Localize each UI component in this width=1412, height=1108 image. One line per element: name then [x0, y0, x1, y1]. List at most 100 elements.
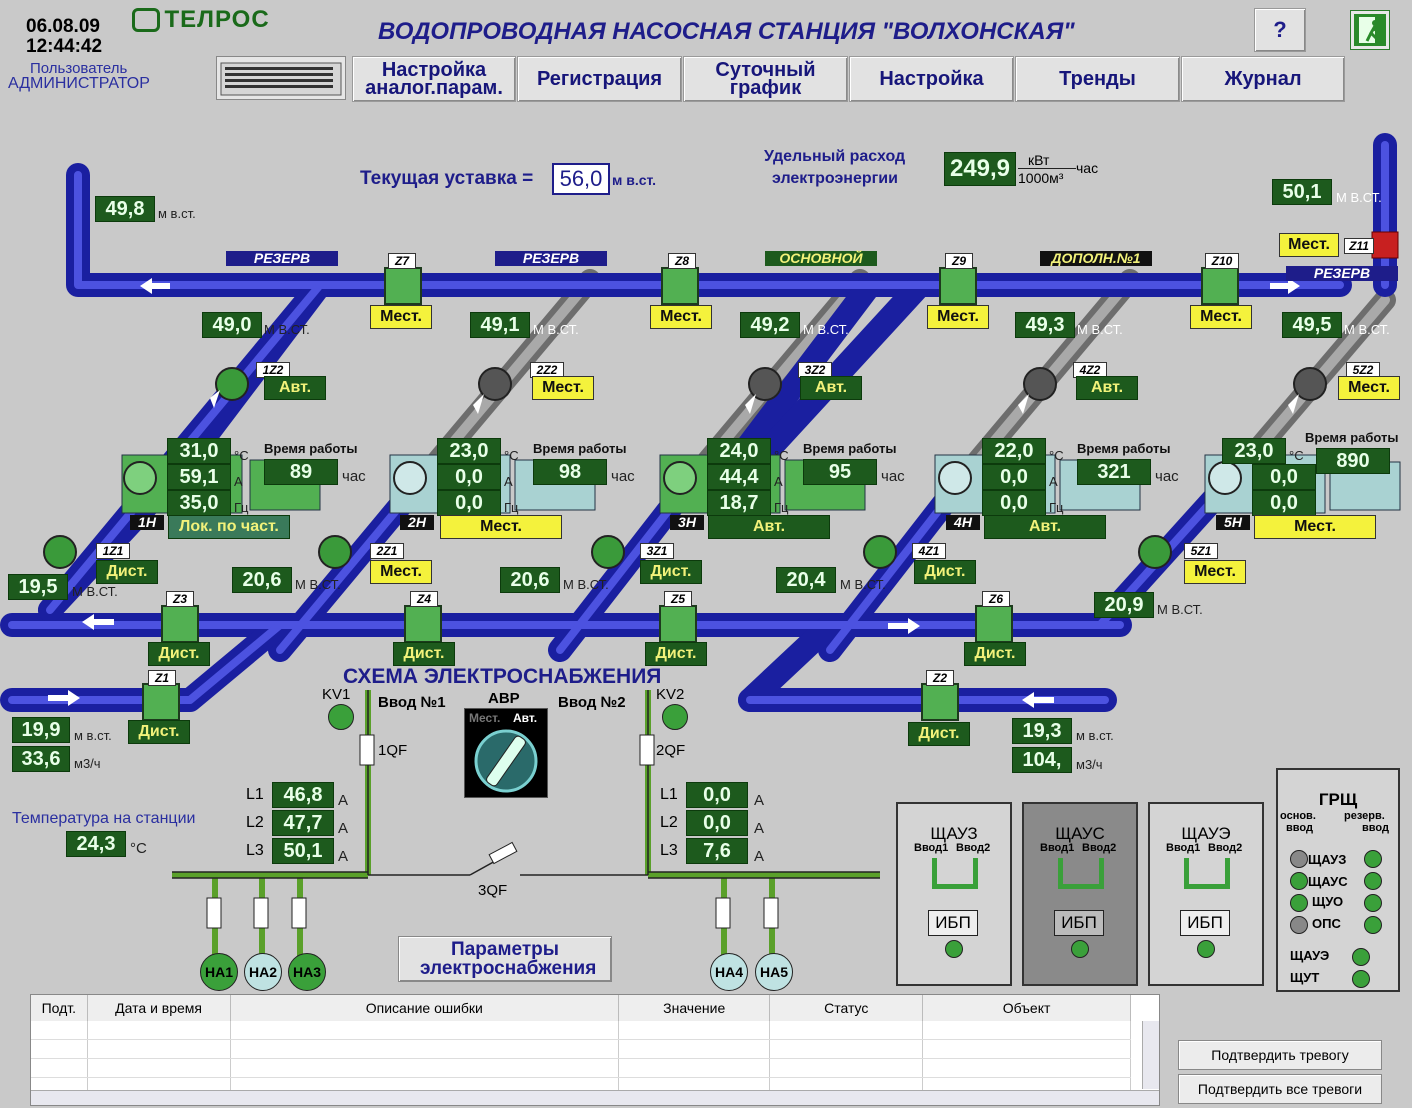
nav-settings-button[interactable]: Настройка [849, 56, 1014, 102]
valve-2z2-mode[interactable]: Мест. [532, 376, 594, 400]
pump2-current: 0,0 [437, 464, 501, 490]
pressure-top-left-unit: м в.ст. [158, 206, 196, 221]
z4-label: Z4 [410, 591, 438, 607]
valve-2z1-mode[interactable]: Мест. [370, 560, 432, 584]
inlet-pressure-4-unit: М В.СТ. [840, 577, 886, 592]
z11-mode-tag[interactable]: Мест. [1279, 233, 1339, 257]
valve-5z1-mode[interactable]: Мест. [1184, 560, 1246, 584]
valve-3z1-mode[interactable]: Дист. [640, 560, 702, 584]
table-row[interactable] [31, 1039, 1131, 1059]
col-value[interactable]: Значение [618, 995, 771, 1021]
valve-4z2-mode[interactable]: Авт. [1076, 376, 1138, 400]
cabinet-shchaue[interactable]: ЩАУЭ Ввод1 Ввод2 ИБП [1148, 802, 1264, 986]
confirm-alarm-button[interactable]: Подтвердить тревогу [1178, 1040, 1382, 1070]
nav-trends-button[interactable]: Тренды [1015, 56, 1180, 102]
col-ack[interactable]: Подт. [31, 995, 88, 1021]
inlet-z2-flow-unit: м3/ч [1076, 757, 1103, 772]
z8-mode-tag[interactable]: Мест. [650, 305, 712, 329]
keyboard-button[interactable] [216, 56, 346, 100]
z10-mode-tag[interactable]: Мест. [1190, 305, 1252, 329]
pump2-freq: 0,0 [437, 490, 501, 516]
setpoint-input[interactable]: 56,0 [552, 163, 610, 195]
z1-mode[interactable]: Дист. [128, 720, 190, 744]
grsh-led-main-4 [1290, 916, 1308, 934]
z7-label: Z7 [388, 253, 416, 269]
avr-switch[interactable]: Мест. Авт. [464, 708, 548, 798]
valve-1z2-mode[interactable]: Авт. [264, 376, 326, 400]
alarm-grid: Подт. Дата и время Описание ошибки Значе… [31, 995, 1131, 1097]
table-row[interactable] [31, 1021, 1131, 1040]
col-description[interactable]: Описание ошибки [230, 995, 620, 1021]
kv1-indicator [328, 704, 354, 730]
confirm-all-alarms-button[interactable]: Подтвердить все тревоги [1178, 1074, 1382, 1104]
logo: ТЕЛРОС [132, 6, 270, 34]
valve-4z1-mode[interactable]: Дист. [914, 560, 976, 584]
na4-indicator[interactable]: НА4 [710, 953, 748, 991]
nav-registration-button[interactable]: Регистрация [517, 56, 682, 102]
power-params-button[interactable]: Параметры электроснабжения [398, 936, 612, 982]
pump1-freq: 35,0 [167, 490, 231, 516]
z2-mode[interactable]: Дист. [908, 722, 970, 746]
col-datetime[interactable]: Дата и время [87, 995, 231, 1021]
pump2-freq-unit: Гц [504, 500, 519, 515]
valve-3z1-label: 3Z1 [640, 543, 674, 559]
nav-analog-settings-button[interactable]: Настройка аналог.парам. [352, 56, 516, 102]
phase-b-l1-value: 0,0 [686, 782, 748, 808]
z9-mode-tag[interactable]: Мест. [927, 305, 989, 329]
cabinet-shchauz[interactable]: ЩАУЗ Ввод1 Ввод2 ИБП [896, 802, 1012, 986]
cabinet-shchauz-in2: Ввод2 [956, 842, 991, 854]
col-status[interactable]: Статус [769, 995, 924, 1021]
na2-indicator[interactable]: НА2 [244, 953, 282, 991]
horizontal-scrollbar[interactable] [31, 1090, 1159, 1105]
z4-mode[interactable]: Дист. [393, 642, 455, 666]
valve-5z2-mode[interactable]: Мест. [1338, 376, 1400, 400]
outlet-pressure-4: 49,3 [1015, 312, 1075, 338]
grsh-row-shchut: ЩУТ [1290, 970, 1320, 985]
valve-3z2-mode[interactable]: Авт. [800, 376, 862, 400]
z5-mode[interactable]: Дист. [645, 642, 707, 666]
phase-b-l2-unit: А [754, 820, 765, 837]
nav-journal-button[interactable]: Журнал [1181, 56, 1345, 102]
z3-mode[interactable]: Дист. [148, 642, 210, 666]
table-row[interactable] [31, 1058, 1131, 1078]
outlet-pressure-3: 49,2 [740, 312, 800, 338]
na3-indicator[interactable]: НА3 [288, 953, 326, 991]
cabinet-shchauz-ups: ИБП [928, 910, 978, 936]
z6-mode[interactable]: Дист. [964, 642, 1026, 666]
vertical-scrollbar[interactable] [1142, 1021, 1159, 1089]
pump3-mode[interactable]: Авт. [708, 515, 830, 539]
na1-indicator[interactable]: НА1 [200, 953, 238, 991]
exit-icon [1354, 14, 1386, 46]
col-object[interactable]: Объект [922, 995, 1131, 1021]
pump5-mode[interactable]: Мест. [1254, 515, 1376, 539]
cabinet-grsh[interactable]: ГРЩ основ. ввод резерв. ввод ЩАУЗ ЩАУС Щ… [1276, 768, 1400, 992]
outlet-pressure-5-unit: М В.СТ. [1344, 322, 1390, 337]
pump1-mode[interactable]: Лок. по част. [168, 515, 290, 539]
cabinet-shchaus[interactable]: ЩАУС Ввод1 Ввод2 ИБП [1022, 802, 1138, 986]
pump2-mode[interactable]: Мест. [440, 515, 562, 539]
valve-1z1-mode[interactable]: Дист. [96, 560, 158, 584]
exit-button[interactable] [1350, 10, 1390, 50]
alarm-table[interactable]: Подт. Дата и время Описание ошибки Значе… [30, 994, 1160, 1106]
grsh-row-shchuo: ЩУО [1312, 894, 1344, 909]
nav-daily-schedule-button[interactable]: Суточный график [683, 56, 848, 102]
rotary-switch-icon [474, 729, 538, 793]
pump4-mode[interactable]: Авт. [984, 515, 1106, 539]
station-temp-value: 24,3 [66, 831, 126, 857]
grsh-title: ГРЩ [1318, 790, 1358, 809]
na5-indicator[interactable]: НА5 [755, 953, 793, 991]
pump3-current-unit: А [774, 474, 783, 489]
pump2-id: 2H [400, 515, 434, 530]
help-button[interactable]: ? [1254, 8, 1306, 52]
z7-mode-tag[interactable]: Мест. [370, 305, 432, 329]
phase-a-l3-unit: А [338, 848, 349, 865]
phase-a-l2-unit: А [338, 820, 349, 837]
grsh-led-shchaue [1352, 948, 1370, 966]
inlet-pressure-3-unit: М В.СТ. [563, 577, 609, 592]
qf3-label: 3QF [478, 882, 508, 899]
pump5-id: 5H [1216, 515, 1250, 530]
pump2-temp-unit: °С [504, 448, 519, 463]
cabinet-shchaue-led [1197, 940, 1215, 958]
phase-b-l2-label: L2 [660, 814, 678, 831]
grsh-main-label: основ. [1280, 810, 1316, 822]
